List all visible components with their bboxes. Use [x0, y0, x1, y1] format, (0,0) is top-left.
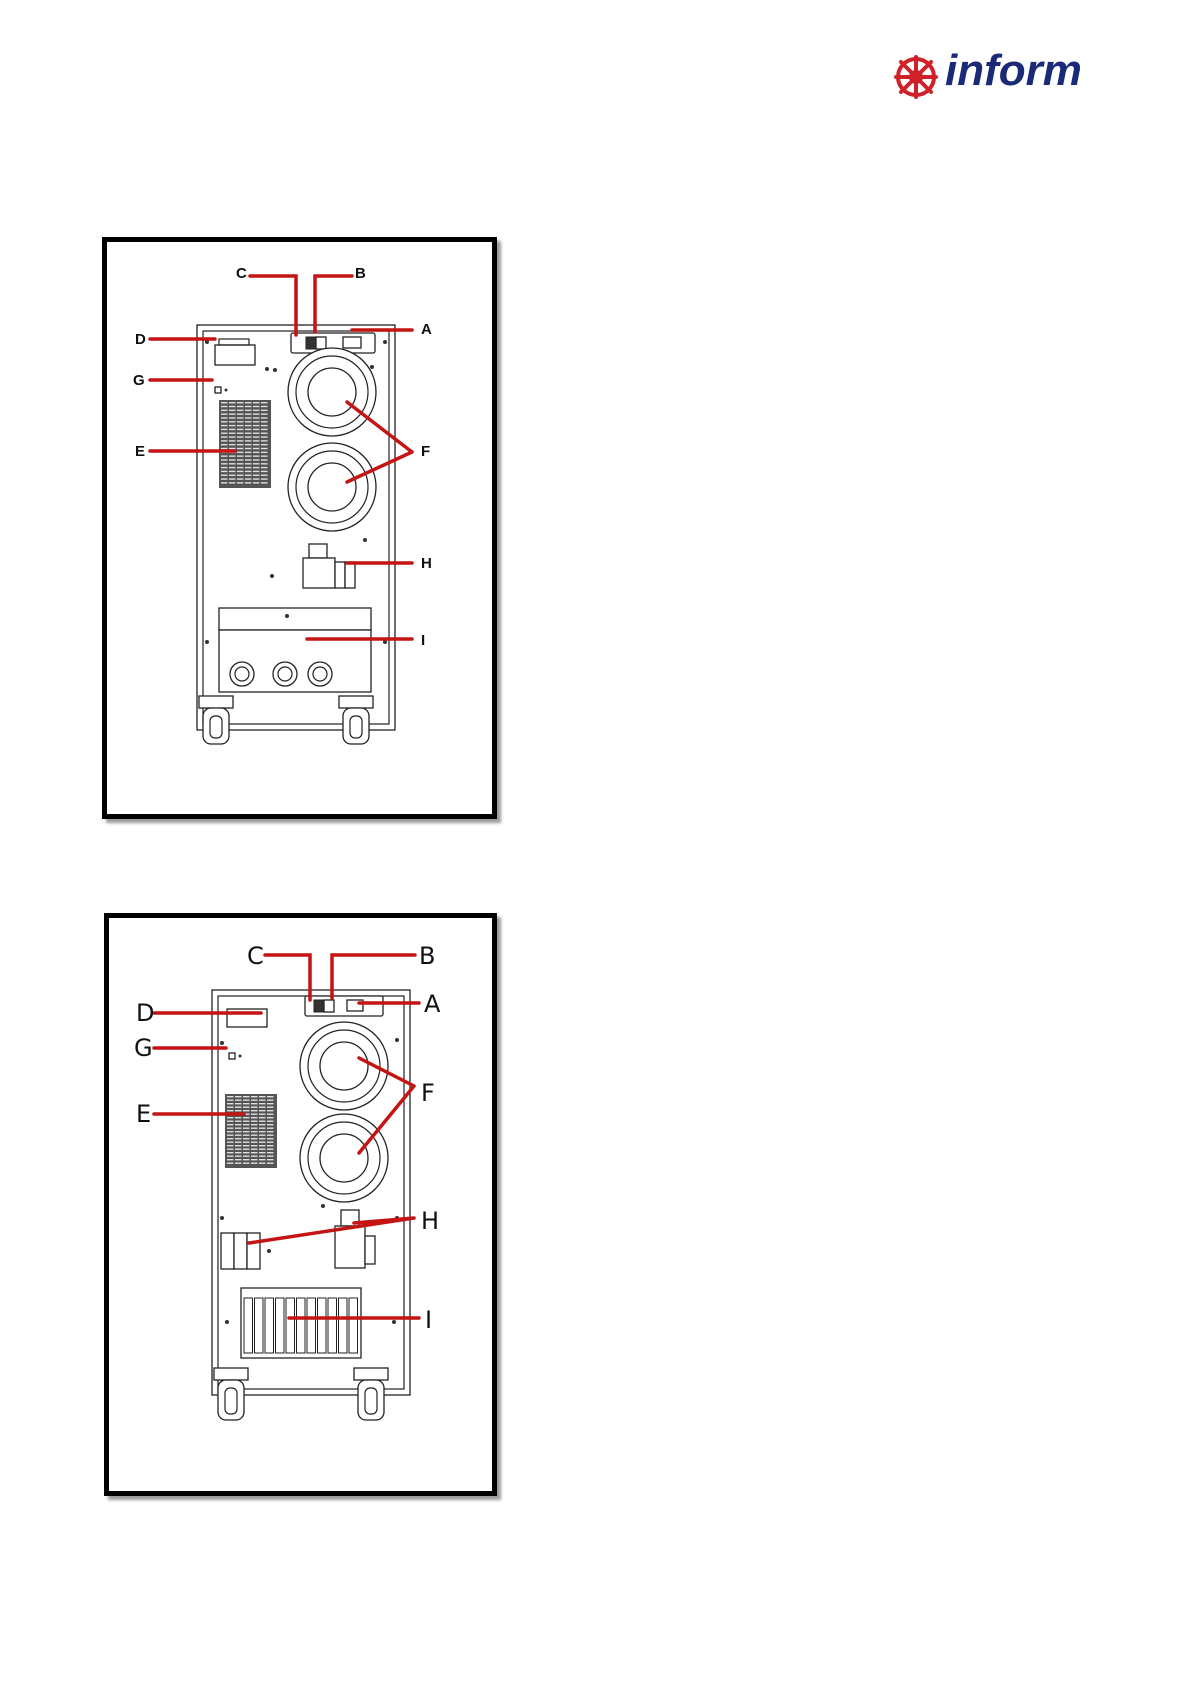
caster-wheel-right: [354, 1368, 388, 1420]
callout-label-i: I: [425, 1306, 432, 1334]
callout-label-a: A: [424, 990, 441, 1018]
breaker-h-left: [221, 1233, 260, 1269]
callout-label-b: B: [355, 265, 366, 282]
callout-label-e: E: [135, 443, 145, 460]
cooling-fan-1: [288, 348, 376, 436]
slot-d: [215, 345, 255, 365]
callout-label-i: I: [421, 632, 425, 649]
callout-label-c: C: [236, 265, 247, 282]
terminal-box-i: [219, 608, 371, 692]
callout-label-e: E: [136, 1100, 151, 1128]
ups-rear-panel-figure-1: C B A D G E F H I: [102, 237, 497, 819]
caster-wheel-left: [214, 1368, 248, 1420]
callout-label-f: F: [421, 443, 430, 460]
callout-label-d: D: [136, 999, 154, 1027]
callout-label-g: G: [134, 1034, 153, 1062]
ups-rear-panel-drawing-1: C B A D G E F H I: [107, 242, 492, 814]
inform-logo: inform: [893, 52, 1093, 102]
callout-label-b: B: [419, 942, 435, 970]
caster-wheel-left: [199, 696, 233, 744]
callout-label-g: G: [133, 372, 145, 389]
inform-emblem-icon: [893, 54, 939, 100]
terminal-strip-i: [241, 1288, 361, 1358]
callout-line-b: [315, 276, 352, 332]
callout-label-h: H: [421, 1207, 439, 1235]
cooling-fan-2: [300, 1114, 388, 1202]
cooling-fan-2: [288, 443, 376, 531]
vent-grille-e: [219, 400, 271, 488]
vent-grille-e: [225, 1094, 277, 1168]
caster-wheel-right: [339, 696, 373, 744]
ups-rear-panel-drawing-2: C B A D G E F H I: [109, 918, 492, 1491]
callout-label-a: A: [421, 321, 432, 338]
callout-label-h: H: [421, 555, 432, 572]
ups-rear-panel-figure-2: C B A D G E F H I: [104, 913, 497, 1496]
callout-label-d: D: [135, 331, 146, 348]
callout-label-f: F: [421, 1079, 435, 1107]
logo-wordmark: inform: [945, 46, 1082, 96]
callout-label-c: C: [247, 942, 264, 970]
